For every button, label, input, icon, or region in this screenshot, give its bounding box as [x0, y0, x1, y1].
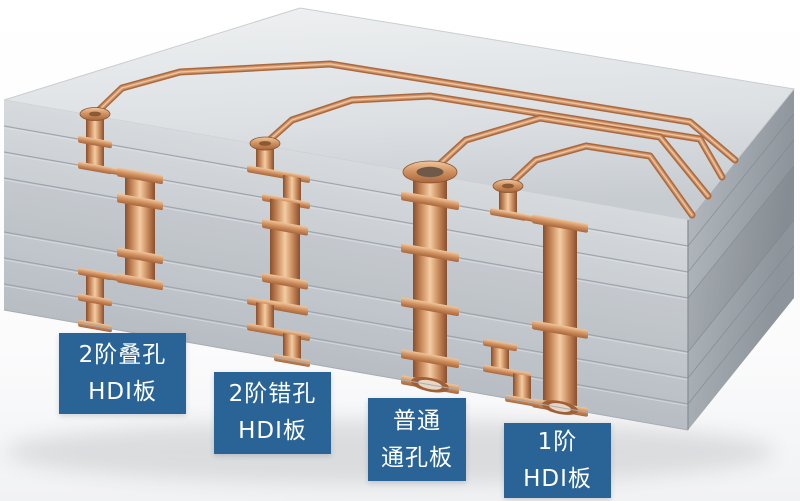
top-surface-pads [79, 107, 524, 193]
label-2-stage-staggered-hdi: 2阶错孔 HDI板 [214, 372, 331, 454]
staggered-via-top-pad [249, 136, 281, 151]
label-line: HDI板 [88, 378, 157, 405]
via-group-1-stage [483, 186, 588, 417]
label-line: 2阶叠孔 [78, 341, 167, 368]
trace-to-stacked-via [91, 60, 739, 164]
via-group-2-stage-staggered [247, 144, 310, 367]
label-ordinary-through-hole: 普通 通孔板 [368, 398, 466, 481]
trace-to-staggered-via [261, 92, 726, 181]
stacked-via-top-pad [79, 107, 111, 121]
label-line: 通孔板 [381, 444, 453, 471]
label-line: 普通 [393, 407, 441, 434]
copper-traces [91, 60, 739, 219]
label-line: 2阶错孔 [228, 381, 317, 407]
label-line: HDI板 [523, 465, 592, 492]
board-side-face [688, 87, 794, 430]
trace-to-1-stage-via [504, 142, 696, 219]
front-bottom-edge [3, 309, 689, 431]
trace-to-through-via [426, 114, 712, 200]
label-1-stage-hdi: 1阶 HDI板 [504, 423, 611, 498]
label-line: HDI板 [238, 418, 307, 444]
via-group-2-stage-stacked [78, 114, 163, 333]
label-line: 1阶 [537, 428, 578, 455]
board-front-face [4, 100, 688, 430]
1-stage-via-top-pad [492, 179, 524, 193]
via-group-through-hole [401, 171, 459, 395]
through-via-top-annular-ring [402, 160, 458, 184]
label-2-stage-stacked-hdi: 2阶叠孔 HDI板 [59, 333, 186, 414]
